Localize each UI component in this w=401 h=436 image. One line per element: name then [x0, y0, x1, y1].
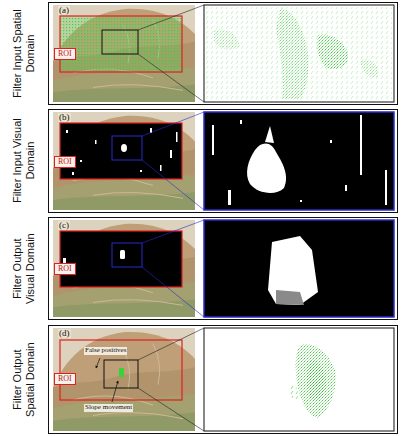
filtered-mask [120, 250, 125, 259]
zoom-panel [204, 220, 394, 317]
zoom-panel [206, 7, 392, 100]
panel-letter: (c) [58, 221, 70, 230]
roi-tag: ROI [54, 156, 76, 168]
roi-tag: ROI [54, 263, 76, 275]
leader-line [96, 358, 100, 368]
zoom-panel [204, 328, 394, 431]
zoom-panel [276, 290, 304, 305]
vector-overlay [60, 16, 182, 72]
panel-letter: (a) [58, 6, 70, 15]
panel-letter: (d) [58, 329, 71, 338]
zoom-line [138, 328, 204, 431]
zoom-line [138, 5, 204, 102]
landscape-photo [53, 5, 195, 431]
annotation: False positives [84, 347, 127, 355]
panel-letter: (b) [58, 113, 71, 122]
movement-dot [119, 368, 124, 377]
landscape-photo [53, 112, 195, 210]
zoom-panel [204, 112, 394, 210]
roi-label: ROI [58, 50, 72, 58]
vector-overlay [60, 16, 182, 72]
panel-row: Filter Output Spatial Domain(d)ROI [48, 325, 398, 434]
roi-frame [60, 340, 182, 400]
filtered-mask [60, 231, 182, 287]
landscape-photo [53, 328, 195, 431]
zoom-panel [290, 384, 298, 402]
zoom-line [142, 220, 204, 317]
row-title: Filter Input Visual Domain [11, 115, 36, 207]
binary-mask [121, 144, 127, 152]
zoom-box [104, 360, 138, 388]
binary-mask [66, 128, 178, 175]
leader-line [112, 381, 118, 402]
zoom-panel [204, 220, 394, 317]
panel-row: Filter Input Visual Domain(b)ROI [48, 109, 398, 213]
zoom-panel [307, 360, 326, 401]
zoom-box [112, 243, 142, 267]
zoom-panel [276, 8, 308, 99]
row-title: Filter Input Spatial Domain [11, 8, 36, 100]
annotation: Slope movement [84, 404, 133, 412]
zoom-panel [317, 34, 348, 69]
zoom-line [142, 112, 204, 210]
zoom-box [102, 30, 138, 54]
zoom-panel [212, 115, 387, 205]
panel-row: Filter Output Visual Domain(c)ROI [48, 217, 398, 320]
zoom-panel [214, 29, 240, 50]
binary-mask [60, 123, 182, 179]
roi-frame [60, 231, 182, 287]
zoom-panel [204, 328, 394, 431]
roi-frame [60, 123, 182, 179]
landscape-photo [53, 5, 195, 102]
roi-label: ROI [58, 265, 72, 273]
zoom-panel [268, 236, 318, 305]
zoom-panel [204, 5, 394, 102]
vector-overlay [60, 16, 182, 72]
zoom-panel [247, 143, 286, 193]
roi-label: ROI [58, 375, 72, 383]
roi-frame [60, 16, 182, 72]
landscape-photo [53, 220, 195, 317]
roi-tag: ROI [54, 48, 76, 60]
binary-mask [60, 123, 182, 179]
zoom-panel [204, 112, 394, 210]
zoom-panel [204, 5, 394, 102]
row-title: Filter Output Spatial Domain [11, 334, 36, 426]
filtered-mask [60, 231, 182, 287]
row-title: Filter Output Visual Domain [11, 223, 36, 315]
panel-row: Filter Input Spatial Domain(a)ROI [48, 2, 398, 105]
roi-label: ROI [58, 158, 72, 166]
zoom-panel [296, 344, 336, 418]
zoom-panel [360, 59, 378, 77]
zoom-panel [265, 126, 274, 143]
roi-tag: ROI [54, 373, 76, 385]
zoom-box [112, 136, 142, 160]
